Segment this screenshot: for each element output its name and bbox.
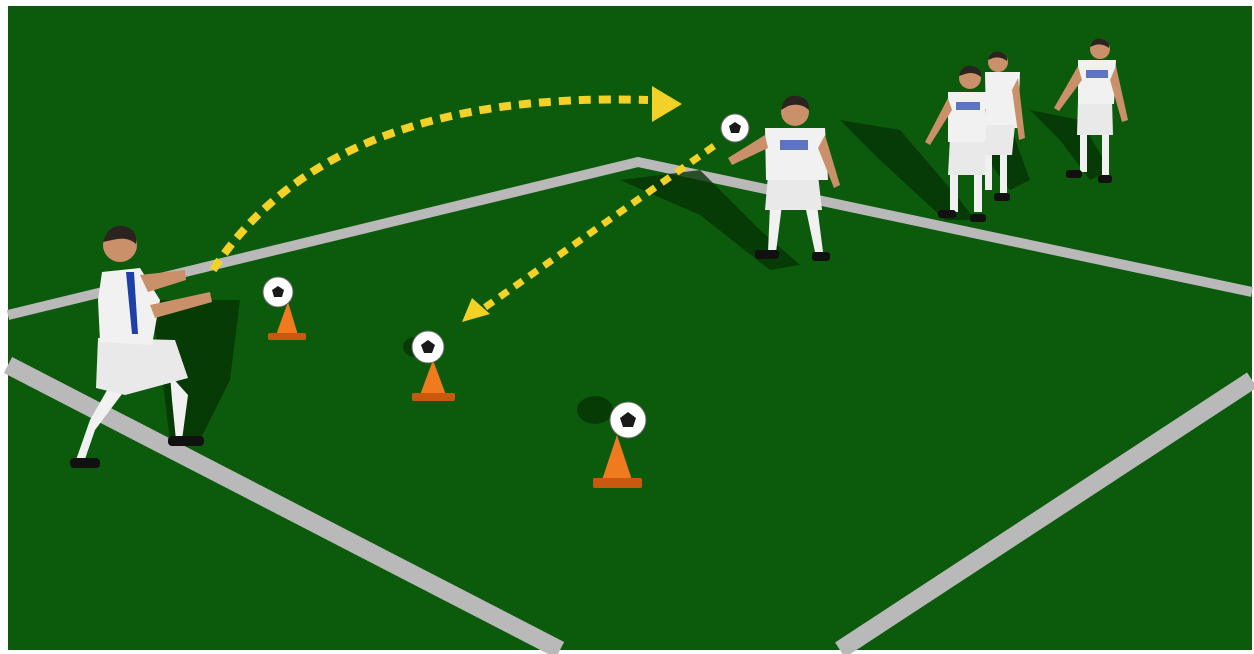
waiting-3-sponsor — [1086, 70, 1108, 78]
receiver-shirt-sponsor — [780, 140, 808, 150]
receiver-shorts — [765, 175, 822, 210]
waiting-1-leg-right — [974, 170, 982, 212]
waiting-3-shirt — [1078, 60, 1116, 104]
server-shoe-front — [70, 458, 100, 468]
receiver-shirt — [765, 128, 828, 180]
waiting-1-sponsor — [956, 102, 980, 110]
waiting-3-shoe-left — [1066, 170, 1082, 178]
waiting-1-shorts — [948, 138, 987, 175]
cone-3-base — [593, 478, 642, 488]
waiting-3-shoe-right — [1098, 175, 1112, 183]
waiting-3-leg-right — [1102, 130, 1109, 175]
cone-1-base — [268, 333, 306, 340]
cone-2-base — [412, 393, 455, 401]
waiting-2-leg-right — [1000, 150, 1007, 195]
waiting-2-shorts — [984, 125, 1015, 155]
waiting-3-shorts — [1077, 100, 1113, 135]
receiver-shoe-left — [755, 250, 779, 259]
ball-in-flight — [721, 114, 749, 142]
waiting-1-shoe-left — [938, 210, 956, 218]
receiver-shoe-right — [812, 252, 830, 261]
waiting-3-leg-left — [1080, 130, 1087, 172]
waiting-2-leg-left — [985, 150, 992, 190]
server-shoe-back — [168, 436, 204, 446]
waiting-2-shoe — [994, 193, 1010, 201]
shadow-ball-3 — [577, 396, 613, 424]
waiting-1-leg-left — [950, 170, 958, 212]
waiting-1-shoe-right — [970, 214, 986, 222]
